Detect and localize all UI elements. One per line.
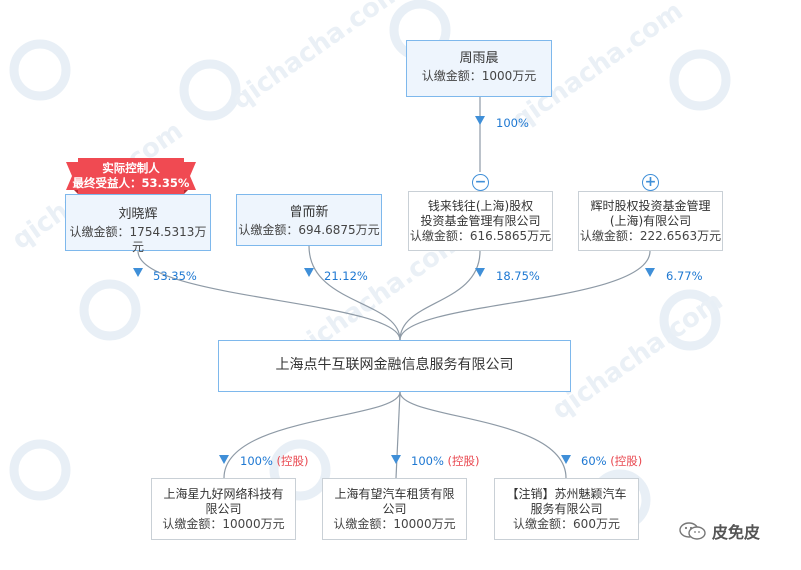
main-company-node[interactable]: 上海点牛互联网金融信息服务有限公司	[218, 340, 571, 392]
edge-percent-liu: 53.35%	[153, 269, 197, 283]
subsidiary-amount: 认缴金额：10000万元	[333, 517, 456, 531]
control-tag: (控股)	[447, 454, 480, 468]
subsidiary-name-line2: 服务有限公司	[530, 502, 603, 516]
edge-sh1	[137, 250, 401, 341]
shareholder-node-zhou[interactable]: 周雨晨 认缴金额：1000万元	[406, 40, 552, 97]
shareholder-amount: 认缴金额：694.6875万元	[238, 223, 380, 237]
subsidiary-node-youwang[interactable]: 上海有望汽车租赁有限 公司 认缴金额：10000万元	[322, 478, 467, 540]
arrow-sub1	[219, 455, 229, 464]
shareholder-name: 刘晓辉	[118, 207, 158, 222]
subsidiary-node-meiying[interactable]: 【注销】苏州魅颖汽车 服务有限公司 认缴金额：600万元	[494, 478, 639, 540]
control-tag: (控股)	[276, 454, 309, 468]
subsidiary-amount: 认缴金额：600万元	[513, 517, 620, 531]
shareholder-name-line1: 钱来钱往(上海)股权	[427, 199, 534, 213]
shareholder-node-zeng[interactable]: 曾而新 认缴金额：694.6875万元	[236, 194, 382, 246]
arrow-sh3	[475, 268, 485, 277]
edge-sh3	[399, 250, 481, 341]
shareholder-name: 周雨晨	[459, 51, 499, 66]
svg-text:qichacha.com: qichacha.com	[227, 0, 409, 116]
main-company-name: 上海点牛互联网金融信息服务有限公司	[275, 357, 514, 373]
edge-percent-sub3: 60% (控股)	[581, 453, 642, 469]
shareholder-name-line1: 辉时股权投资基金管理	[590, 199, 711, 213]
edge-percent-huishi: 6.77%	[666, 269, 703, 283]
subsidiary-name-line1: 【注销】苏州魅颖汽车	[506, 487, 627, 501]
shareholder-name: 曾而新	[289, 205, 329, 220]
brand-logo: 皮免皮	[678, 521, 761, 542]
edge-percent-value: 100%	[240, 454, 273, 468]
badge-beneficiary: 最终受益人：53.35%	[72, 176, 190, 190]
shareholder-name-line2: (上海)有限公司	[609, 214, 692, 228]
edge-percent-zeng: 21.12%	[324, 269, 368, 283]
badge-title: 实际控制人	[102, 161, 160, 175]
expand-toggle-icon[interactable]: +	[642, 174, 659, 191]
arrow-sh2	[304, 268, 314, 277]
edge-percent-value: 100%	[411, 454, 444, 468]
shareholder-node-qianlai[interactable]: 钱来钱往(上海)股权 投资基金管理有限公司 认缴金额：616.5865万元	[408, 191, 553, 251]
shareholder-node-huishi[interactable]: 辉时股权投资基金管理 (上海)有限公司 认缴金额：222.6563万元	[578, 191, 723, 251]
edge-sh2	[308, 245, 401, 341]
subsidiary-name-line1: 上海有望汽车租赁有限	[334, 487, 455, 501]
edge-percent-value: 60%	[581, 454, 607, 468]
subsidiary-node-xingjiuhao[interactable]: 上海星九好网络科技有 限公司 认缴金额：10000万元	[151, 478, 296, 540]
subsidiary-name-line2: 公司	[382, 502, 407, 516]
subsidiary-name-line1: 上海星九好网络科技有	[163, 487, 284, 501]
brand-name: 皮免皮	[712, 523, 761, 542]
edge-percent-top: 100%	[496, 116, 529, 130]
subsidiary-amount: 认缴金额：10000万元	[162, 517, 285, 531]
shareholder-amount: 认缴金额：1754.5313万元	[69, 225, 207, 254]
arrow-sh1	[133, 268, 143, 277]
shareholder-node-liu[interactable]: 刘晓辉 认缴金额：1754.5313万元	[65, 194, 211, 254]
shareholder-name-line2: 投资基金管理有限公司	[420, 214, 541, 228]
control-tag: (控股)	[610, 454, 643, 468]
edge-percent-qianlai: 18.75%	[496, 269, 540, 283]
arrow-sub2	[391, 455, 401, 464]
edge-sub2	[395, 391, 401, 479]
edge-sh4	[399, 250, 651, 341]
shareholder-amount: 认缴金额：1000万元	[421, 69, 537, 83]
arrow-top	[475, 116, 485, 125]
edge-percent-sub1: 100% (控股)	[240, 453, 309, 469]
arrow-sub3	[561, 455, 571, 464]
wechat-icon	[679, 522, 706, 540]
subsidiary-name-line2: 限公司	[205, 502, 242, 516]
svg-text:qichacha.com: qichacha.com	[547, 286, 729, 426]
actual-controller-badge: 实际控制人 最终受益人：53.35%	[66, 158, 196, 194]
edge-percent-sub2: 100% (控股)	[411, 453, 480, 469]
collapse-toggle-icon[interactable]: −	[472, 174, 489, 191]
shareholder-amount: 认缴金额：616.5865万元	[409, 229, 552, 243]
shareholder-amount: 认缴金额：222.6563万元	[579, 229, 722, 243]
arrow-sh4	[645, 268, 655, 277]
